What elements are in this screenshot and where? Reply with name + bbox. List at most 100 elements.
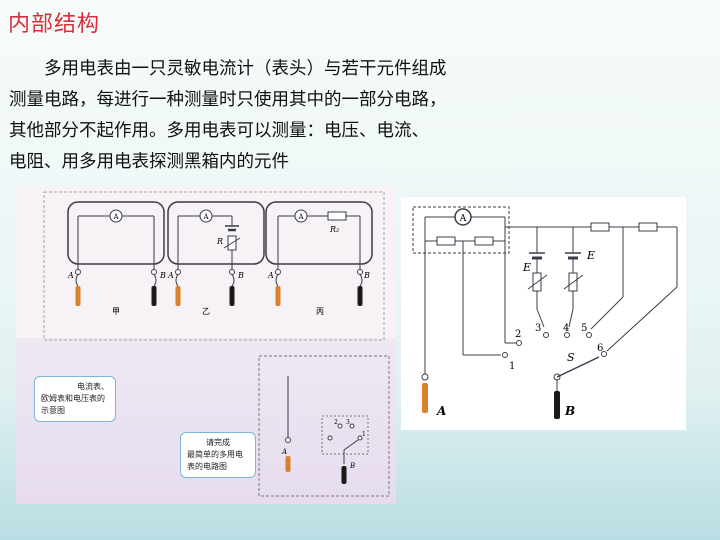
black-probe (341, 466, 347, 484)
terminal (175, 269, 181, 275)
switch-number-6: 6 (597, 343, 603, 354)
meter-housing (67, 201, 165, 265)
switch-box (321, 415, 369, 455)
red-probe (275, 286, 281, 306)
terminal (75, 269, 81, 275)
galvanometer-symbol (294, 209, 308, 223)
meter-label: A (297, 213, 304, 221)
callout-line: 最简单的多用电 (187, 450, 243, 459)
body-line: 其他部分不起作用。多用电表可以测量：电压、电流、 (9, 121, 429, 141)
probe-lead (175, 273, 179, 287)
probe-lead (153, 273, 157, 287)
probe-label-b: B (564, 404, 575, 418)
resistor-label-r2: R₂ (329, 225, 339, 234)
switch-contact (327, 435, 333, 441)
caption-jia: 甲 (112, 307, 120, 316)
series-resistor (638, 222, 658, 232)
red-probe (75, 286, 81, 306)
switch-number: 2 (334, 419, 338, 426)
probe-label-b: B (363, 271, 370, 280)
meter-label: A (459, 214, 467, 224)
switch-contact-1 (502, 352, 508, 358)
body-line: 测量电路，每进行一种测量时只使用其中的一部分电路， (9, 90, 447, 110)
switch-number-1: 1 (509, 361, 515, 372)
switch-contact-6 (601, 351, 607, 357)
red-probe (285, 456, 291, 472)
circuit-bing: A R₂ A B 丙 (265, 201, 373, 316)
battery-label-e1: E (522, 261, 531, 274)
probe-label-b: B (159, 271, 166, 280)
wire (590, 296, 624, 330)
black-probe (229, 286, 235, 306)
probe-lead (231, 273, 235, 287)
galvanometer-symbol (454, 208, 472, 226)
switch-contact-2 (516, 340, 522, 346)
callout-meters-diagram: 电流表、 欧姆表和电压表的 示意图 (34, 376, 116, 422)
probe-label-b: B (349, 462, 355, 470)
rheostat-arrow (563, 274, 584, 290)
circuit-jia: A A B 甲 (67, 201, 166, 316)
dashed-frame (43, 191, 385, 341)
probe-label-a: A (281, 448, 287, 456)
switch-label-s: S (567, 351, 575, 364)
series-resistor (590, 222, 610, 232)
galvanometer-symbol (199, 209, 213, 223)
switch-number: 1 (362, 431, 366, 438)
rheostat-arrow (223, 237, 241, 249)
red-probe (422, 383, 428, 413)
probe-label-b: B (237, 271, 244, 280)
switch-number-4: 4 (563, 323, 569, 334)
three-circuits-diagram: A A B 甲 A R (43, 191, 390, 497)
shunt-resistor (474, 236, 494, 246)
probe-lead (275, 273, 279, 287)
callout-line: 欧姆表和电压表的 (41, 394, 105, 403)
switch-contact (337, 423, 343, 429)
switch-contact (349, 423, 355, 429)
probe-label-a: A (167, 271, 174, 280)
rheostat-arrow (527, 274, 548, 290)
probe-lead (75, 273, 79, 287)
series-resistor (327, 211, 347, 221)
galvanometer-symbol (109, 209, 123, 223)
switch-number-3: 3 (535, 323, 541, 334)
callout-complete-circuit: 请完成 最简单的多用电 表的电路图 (180, 432, 256, 478)
probe-label-a: A (67, 271, 74, 280)
terminal (357, 269, 363, 275)
callout-line: 示意图 (41, 406, 65, 415)
shunt-resistor (436, 236, 456, 246)
dashed-frame (258, 355, 390, 497)
wire (536, 308, 545, 328)
body-line: 多用电表由一只灵敏电流计（表头）与若干元件组成 (44, 59, 447, 79)
wire (568, 308, 574, 328)
wire (606, 286, 678, 352)
switch-arm (343, 439, 359, 451)
terminal (285, 437, 291, 443)
resistor-label-r: R (216, 237, 223, 246)
caption-yi: 乙 (202, 307, 210, 316)
switch-number-5: 5 (581, 323, 587, 334)
meter-label: A (202, 213, 209, 221)
switch-contact-5 (586, 332, 592, 338)
simple-multimeter-sketch: A 2 3 1 B (258, 355, 390, 497)
body-paragraph: 多用电表由一只灵敏电流计（表头）与若干元件组成 测量电路，每进行一种测量时只使用… (9, 54, 609, 178)
probe-label-a: A (436, 404, 446, 418)
terminal (151, 269, 157, 275)
black-probe (357, 286, 363, 306)
switch-contact-3 (543, 332, 549, 338)
terminal (275, 269, 281, 275)
red-probe (175, 286, 181, 306)
meter-housing (167, 201, 265, 265)
black-probe (151, 286, 157, 306)
terminal (229, 269, 235, 275)
callout-line: 请完成 (206, 438, 230, 447)
switch-contact (357, 435, 363, 441)
switch-arm (556, 356, 600, 378)
meter-housing (265, 201, 373, 265)
meter-head-frame (412, 206, 510, 254)
multimeter-circuit-figure: A A 1 2 E 3 (401, 197, 686, 430)
black-probe (554, 391, 560, 419)
probe-lead (359, 273, 363, 287)
circuit-yi: A R A B 乙 (167, 201, 265, 316)
switch-contact-4 (564, 332, 570, 338)
body-line: 电阻、用多用电表探测黑箱内的元件 (9, 152, 289, 172)
